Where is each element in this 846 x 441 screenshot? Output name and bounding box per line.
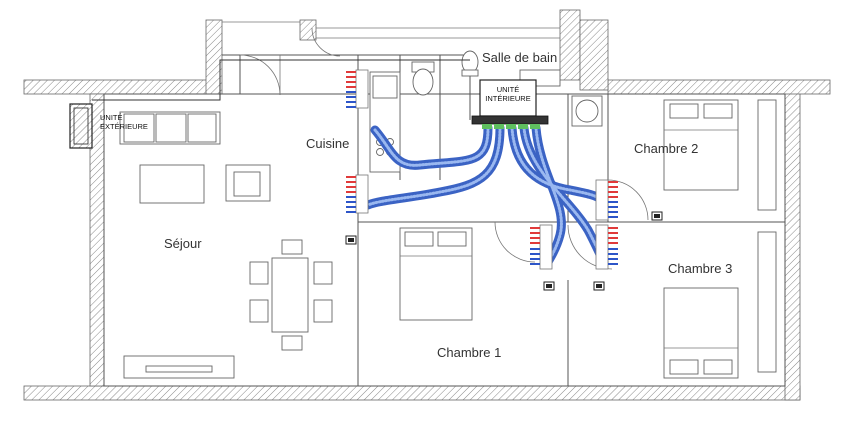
thermostat-icon <box>345 235 357 245</box>
thermostat-icon <box>651 211 663 221</box>
room-label-chambre-3: Chambre 3 <box>668 261 732 276</box>
room-label-chambre-1: Chambre 1 <box>437 345 501 360</box>
outdoor-unit-label-line1: UNITÉ <box>100 113 123 122</box>
outdoor-unit: UNITÉ EXTÉRIEURE <box>69 103 148 149</box>
indoor-unit-label-line2: INTÉRIEURE <box>485 94 530 103</box>
diffusers <box>346 69 618 270</box>
room-label-cuisine: Cuisine <box>306 136 349 151</box>
room-label-chambre-2: Chambre 2 <box>634 141 698 156</box>
furniture <box>119 50 777 379</box>
outer-walls <box>23 9 831 401</box>
thermostats <box>345 211 663 291</box>
diffuser-chambre2 <box>595 179 618 221</box>
diffuser-chambre1 <box>530 224 553 270</box>
indoor-unit-label-line1: UNITÉ <box>497 85 520 94</box>
outdoor-unit-label-line2: EXTÉRIEURE <box>100 122 148 131</box>
indoor-unit: UNITÉ INTÉRIEURE <box>471 79 549 129</box>
thermostat-icon <box>593 281 605 291</box>
diffuser-chambre3 <box>595 224 618 270</box>
refrigerant-line <box>92 59 470 101</box>
thermostat-icon <box>543 281 555 291</box>
room-label-salle-de-bain: Salle de bain <box>482 50 557 65</box>
diffuser-cuisine-top <box>346 69 369 109</box>
diffuser-cuisine-bottom <box>346 174 369 214</box>
room-label-sejour: Séjour <box>164 236 202 251</box>
